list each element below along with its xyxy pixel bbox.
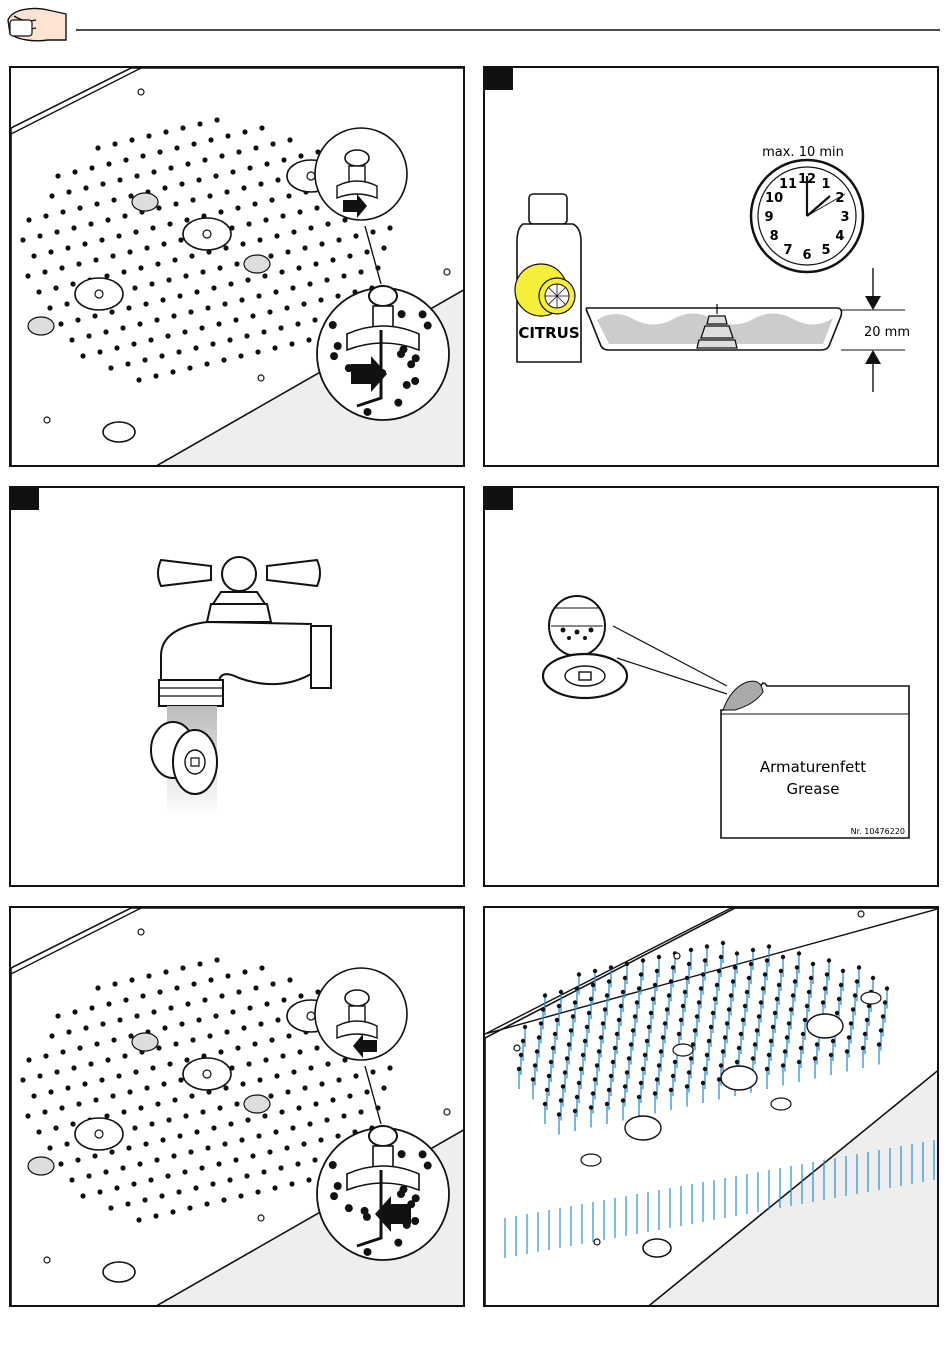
screw-hole [861,992,881,1004]
screw-hole [771,1098,791,1110]
greasing-illustration: Armaturenfett Grease Nr. 10476220 [485,488,939,887]
step-1-panel [9,66,465,467]
clock-number: 4 [835,229,844,244]
rinsing-illustration [11,488,465,887]
bottle-label: CITRUS [518,324,579,342]
magnify-detail-icon [315,968,407,1060]
step-2-panel: CITRUS max. 10 min 121234567891011 20 mm [483,66,939,467]
depth-label: 20 mm [864,325,910,340]
hand-cleaning-icon [0,0,950,55]
clock-number: 10 [765,191,783,206]
shower-running-illustration [485,908,939,1307]
clock-number: 6 [802,248,811,263]
part-number: Nr. 10476220 [851,827,905,836]
soaking-tray-icon [586,304,841,350]
time-label: max. 10 min [762,145,844,160]
screw-hole [132,1033,158,1051]
clock-number: 9 [764,210,773,225]
jet-cluster [625,1116,661,1140]
clock-number: 3 [840,210,849,225]
magnify-detail-icon [315,128,407,220]
screw-hole [244,1095,270,1113]
clock-number: 5 [821,243,830,258]
magnify-detail-icon [317,286,449,420]
grease-label-line1: Armaturenfett [760,758,866,776]
step-3-panel [9,486,465,887]
page-header [0,0,950,55]
screw-hole [673,1044,693,1056]
clock-number: 1 [821,177,830,192]
screw-hole [581,1154,601,1166]
soaking-illustration: CITRUS max. 10 min 121234567891011 20 mm [485,68,939,467]
magnify-detail-icon [317,1126,449,1260]
screw-hole [244,255,270,273]
step-6-panel [483,906,939,1307]
screw-hole [28,317,54,335]
shower-plate-removal-illustration [11,68,465,467]
clock-number: 11 [779,177,797,192]
jet-cluster [721,1066,757,1090]
screw-hole [132,193,158,211]
step-4-panel: Armaturenfett Grease Nr. 10476220 [483,486,939,887]
water-tap-icon [158,557,331,706]
shower-plate-install-illustration [11,908,465,1307]
clock-number: 8 [770,229,779,244]
screw-hole [28,1157,54,1175]
clock-icon: 121234567891011 [751,160,863,272]
clock-number: 7 [783,243,792,258]
nozzle-icon [543,596,627,698]
jet-cluster [807,1014,843,1038]
step-5-panel [9,906,465,1307]
grease-label-line2: Grease [787,780,840,798]
